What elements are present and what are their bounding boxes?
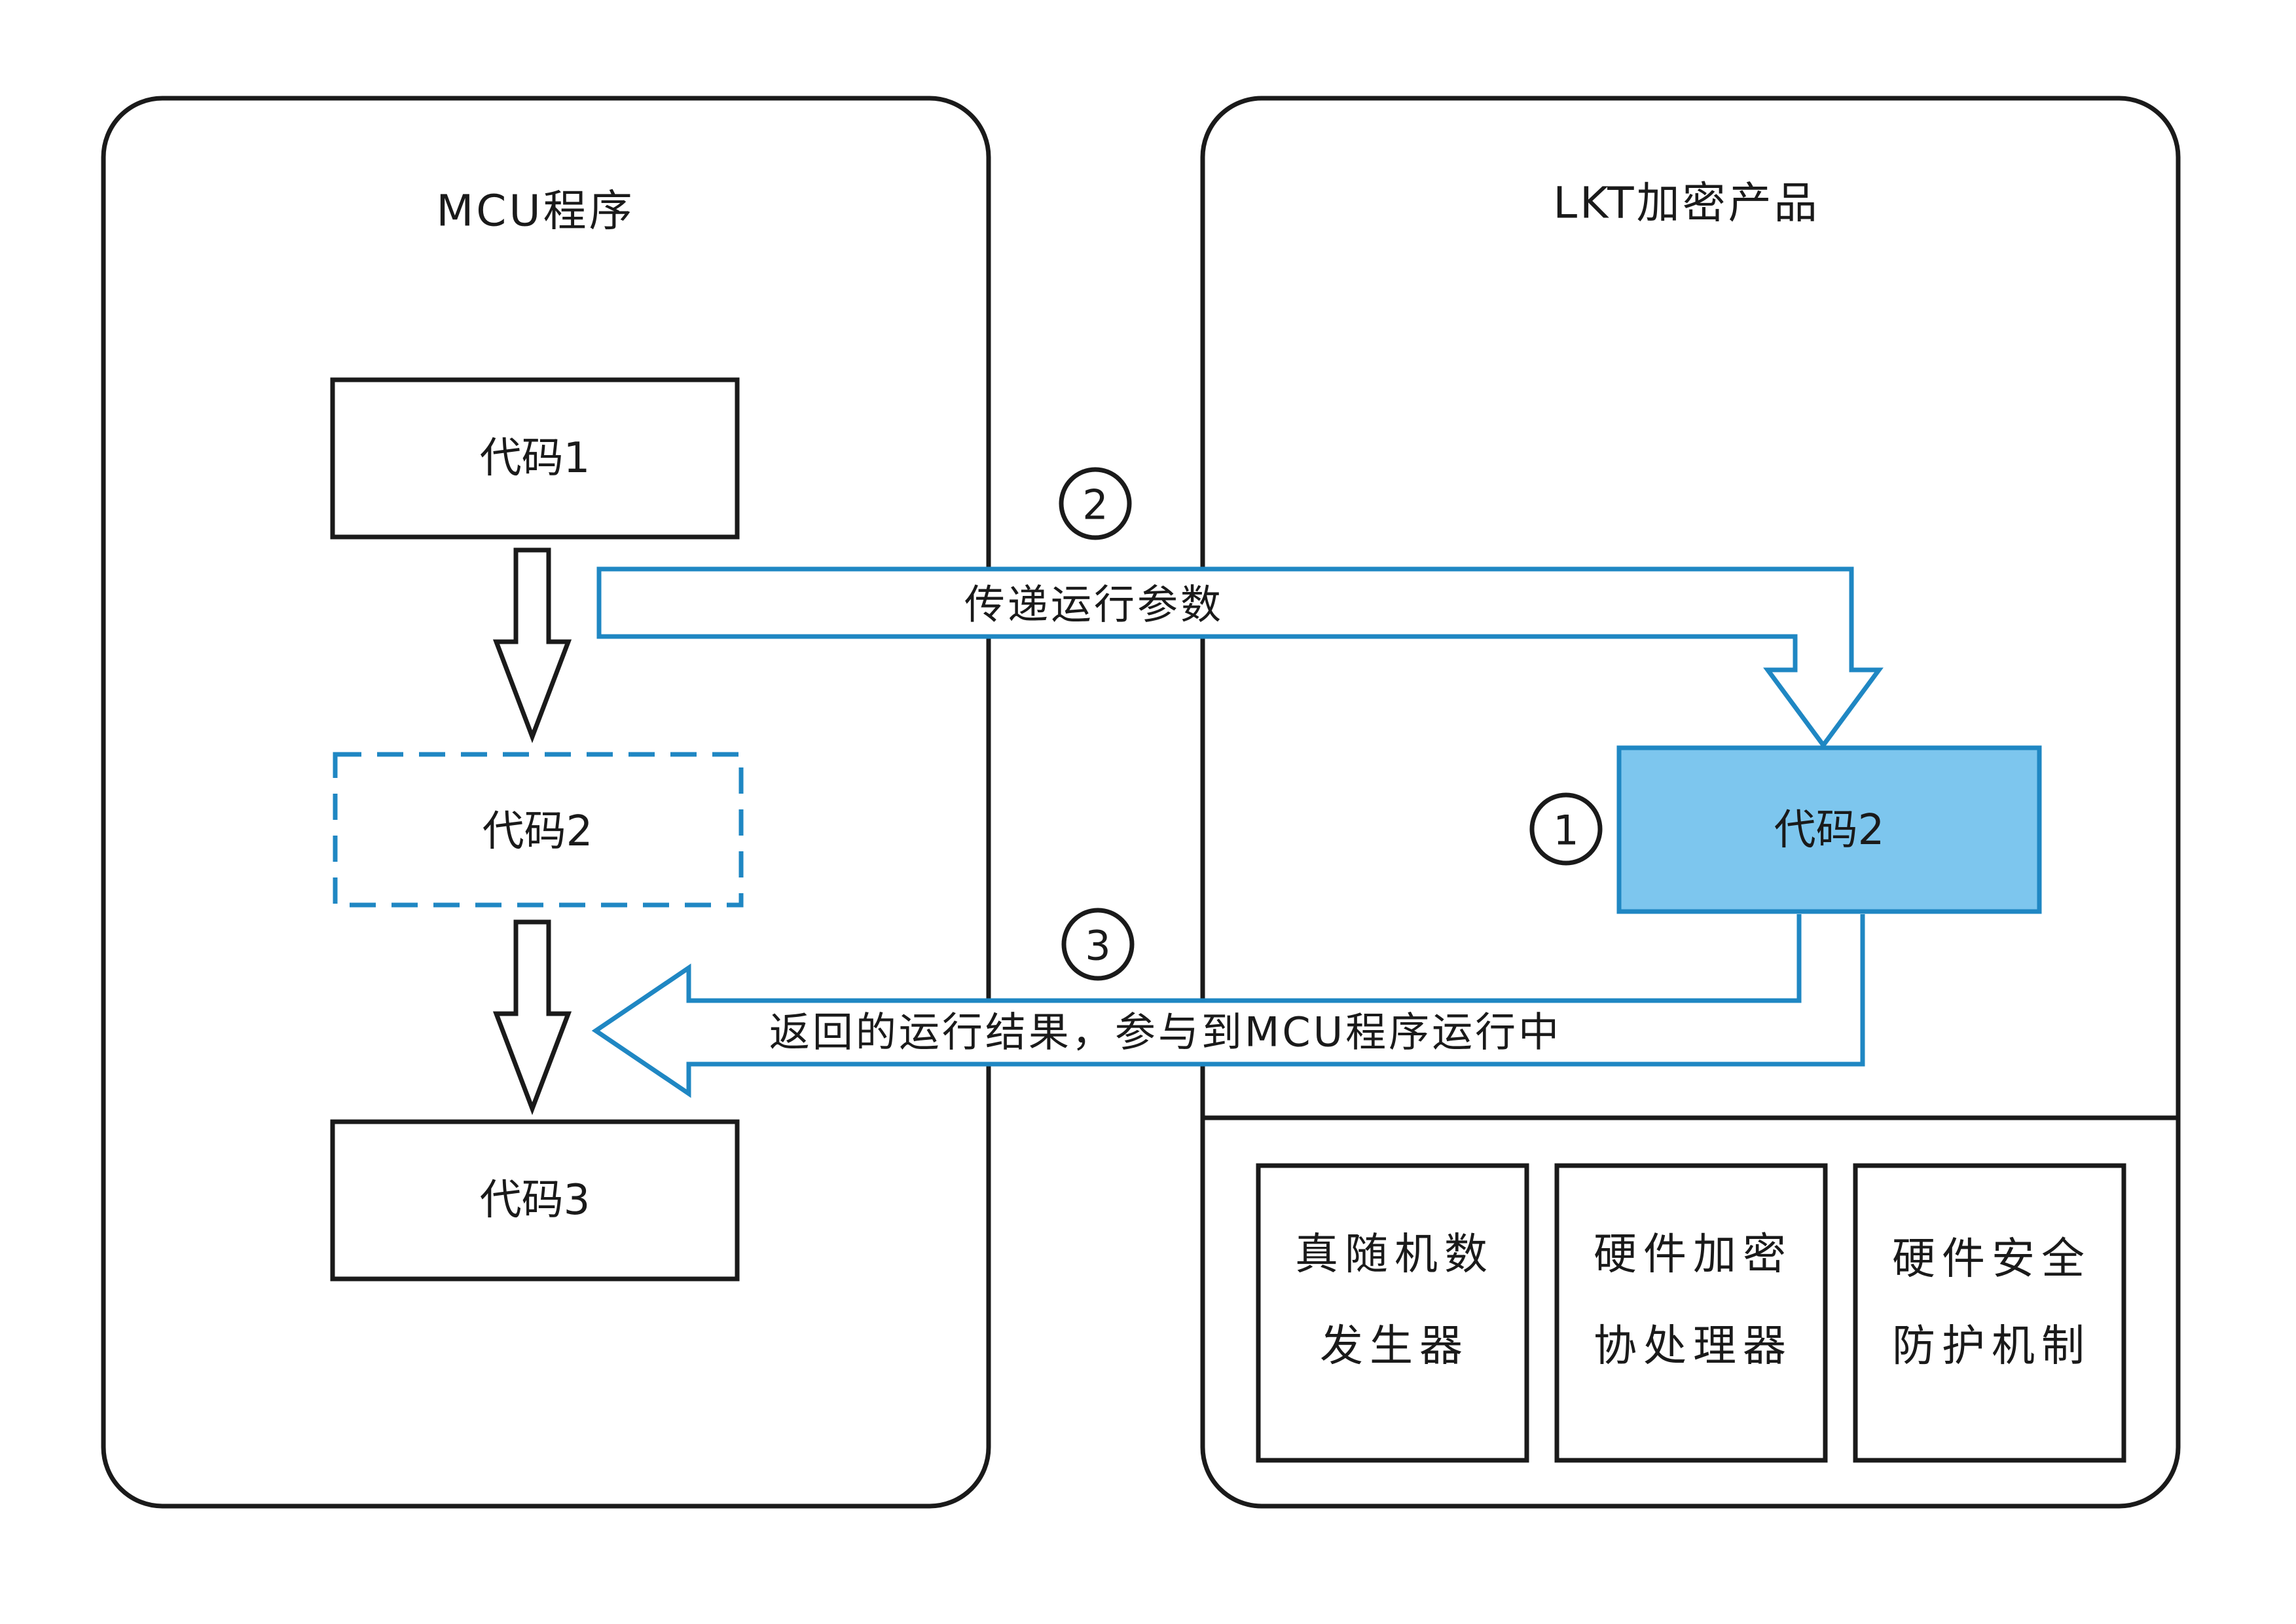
module-security-line1: 硬件安全 <box>1892 1234 2091 1284</box>
step-marker-1-label: 1 <box>1553 807 1578 855</box>
mcu-panel-title: MCU程序 <box>436 186 634 236</box>
mcu-panel-border <box>101 96 991 1509</box>
step-marker-1: 1 <box>1529 792 1603 866</box>
step-marker-3-label: 3 <box>1085 922 1110 970</box>
module-security-protection: 硬件安全 防护机制 <box>1853 1163 2126 1463</box>
return-result-arrow <box>591 914 1865 1098</box>
step-marker-2-label: 2 <box>1082 481 1108 529</box>
lkt-panel: LKT加密产品 <box>1200 96 2181 1509</box>
lkt-code2-box: 代码2 <box>1616 745 2042 914</box>
step-marker-2: 2 <box>1059 467 1132 540</box>
lkt-panel-title: LKT加密产品 <box>1553 178 1819 229</box>
mcu-code3-label: 代码3 <box>480 1176 591 1225</box>
mcu-code1-box: 代码1 <box>330 377 740 540</box>
module-crypto-line1: 硬件加密 <box>1594 1229 1793 1280</box>
mcu-panel: MCU程序 代码1 代码2 代码3 <box>101 96 991 1509</box>
module-crypto-coprocessor: 硬件加密 协处理器 <box>1554 1163 1828 1463</box>
pass-params-arrow <box>596 566 1884 749</box>
mcu-code3-box: 代码3 <box>330 1119 740 1282</box>
module-trng-line2: 发生器 <box>1320 1321 1469 1371</box>
module-crypto-line2: 协处理器 <box>1594 1321 1793 1371</box>
down-arrow-1 <box>492 547 572 743</box>
lkt-panel-border <box>1200 96 2181 1509</box>
step-marker-3: 3 <box>1061 908 1135 981</box>
module-security-line2: 防护机制 <box>1892 1321 2091 1371</box>
down-arrow-2 <box>492 919 572 1115</box>
mcu-code2-placeholder-label: 代码2 <box>483 807 593 856</box>
pass-params-label: 传递运行参数 <box>964 581 1224 629</box>
mcu-code1-label: 代码1 <box>480 434 591 483</box>
lkt-code2-label: 代码2 <box>1774 806 1885 855</box>
return-result-label: 返回的运行结果，参与到MCU程序运行中 <box>769 1008 1561 1056</box>
module-trng: 真随机数 发生器 <box>1256 1163 1529 1463</box>
mcu-code2-placeholder-box: 代码2 <box>333 752 744 908</box>
module-trng-line1: 真随机数 <box>1295 1229 1494 1280</box>
